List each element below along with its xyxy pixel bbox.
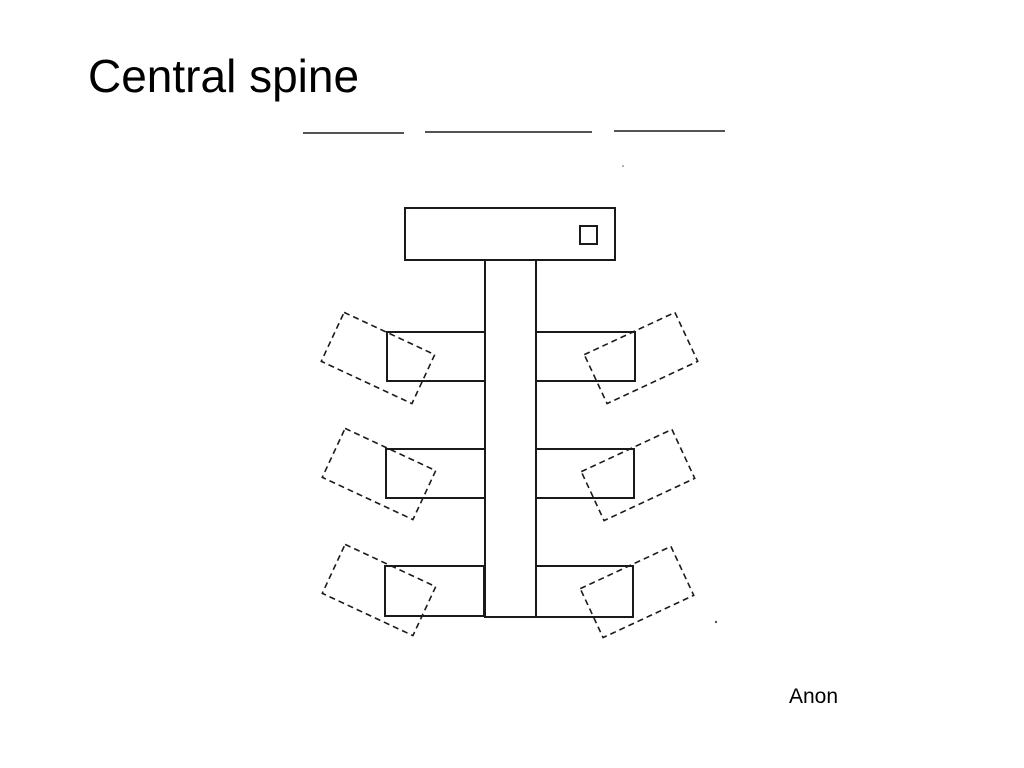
head-block-inner-square <box>579 225 598 245</box>
dashed-overlay-left-3 <box>321 543 437 637</box>
scan-speck <box>714 620 718 624</box>
dashed-overlay-right-3 <box>579 545 695 639</box>
wing-right-2 <box>534 448 635 499</box>
dashed-overlay-right-1 <box>583 311 699 405</box>
wing-right-3 <box>532 565 634 618</box>
dashed-overlay-left-2 <box>321 427 437 521</box>
scan-speck <box>622 165 624 167</box>
credit-text: Anon <box>789 685 839 708</box>
slide-title: Central spine <box>88 50 360 102</box>
wing-left-2 <box>385 448 486 499</box>
head-block <box>404 207 616 261</box>
central-spine <box>484 259 537 618</box>
dashed-overlay-right-2 <box>580 428 696 522</box>
dashed-overlay-left-1 <box>320 311 436 405</box>
